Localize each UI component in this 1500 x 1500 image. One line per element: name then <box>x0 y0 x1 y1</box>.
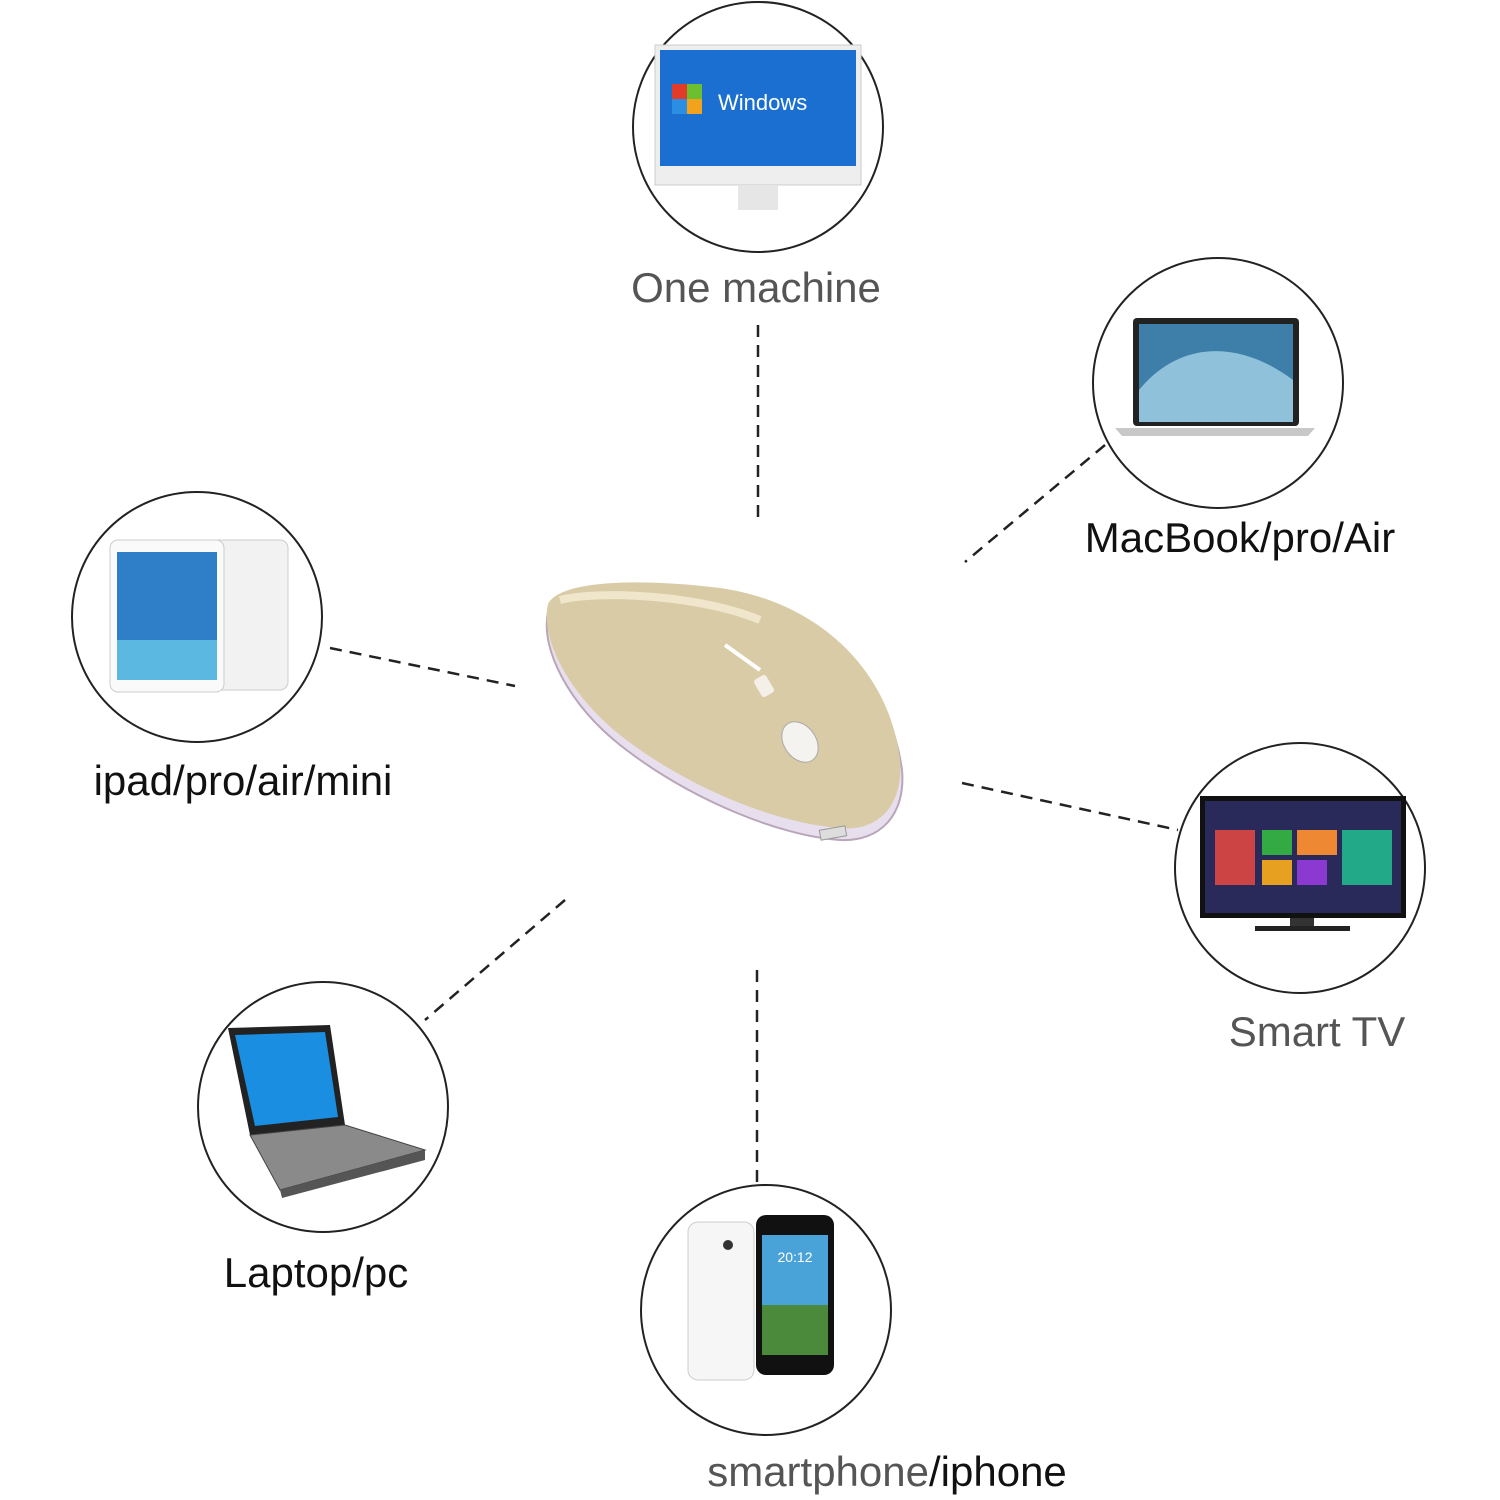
device-one-machine: Windows One machine <box>631 1 884 311</box>
label-smart-tv: Smart TV <box>1229 1008 1406 1055</box>
smart-tv-icon <box>1200 796 1406 931</box>
laptop-icon <box>228 1025 427 1198</box>
connector-macbook <box>964 444 1106 563</box>
label-macbook: MacBook/pro/Air <box>1085 514 1395 561</box>
connector-ipad <box>329 646 516 688</box>
screen-text: Windows <box>718 90 807 115</box>
smartphone-icon: 20:12 <box>687 1215 834 1381</box>
ipad-icon <box>109 539 289 693</box>
label-smartphone-part1: smartphone <box>707 1448 929 1495</box>
label-smartphone: smartphone/iphone <box>707 1448 1067 1495</box>
connector-tv <box>961 781 1179 832</box>
device-macbook: MacBook/pro/Air <box>1085 257 1395 561</box>
desktop-monitor-icon: Windows <box>654 44 862 210</box>
device-ipad: ipad/pro/air/mini <box>71 491 393 804</box>
label-one-machine: One machine <box>631 264 881 311</box>
label-laptop: Laptop/pc <box>224 1249 409 1296</box>
label-smartphone-part2: /iphone <box>929 1448 1067 1495</box>
label-ipad: ipad/pro/air/mini <box>94 757 393 804</box>
screen-text: 20:12 <box>777 1249 812 1265</box>
macbook-icon <box>1115 318 1315 436</box>
device-smart-tv: Smart TV <box>1174 742 1426 1055</box>
connector-laptop <box>424 899 566 1021</box>
wireless-mouse-icon <box>545 582 904 842</box>
connectors <box>329 325 1179 1185</box>
device-laptop: Laptop/pc <box>197 981 449 1296</box>
device-smartphone: 20:12 smartphone/iphone <box>640 1184 1067 1495</box>
